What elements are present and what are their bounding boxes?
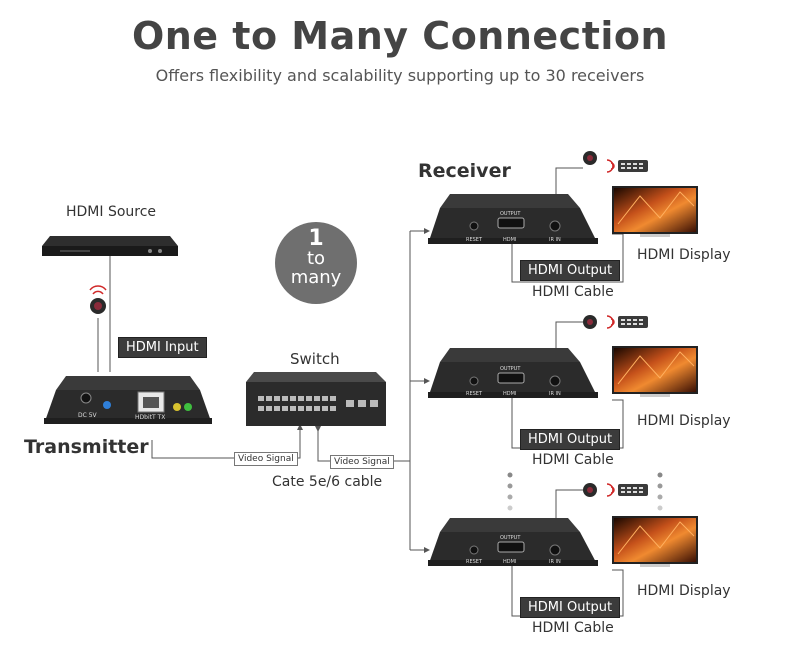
receiver-device-1: [428, 194, 598, 244]
receiver-1-port-irin: IR IN: [549, 237, 561, 243]
switch-label: Switch: [290, 350, 340, 368]
badge-line-3: many: [290, 267, 342, 288]
receiver-3-port-irin: IR IN: [549, 559, 561, 565]
receiver-1-cable-label: HDMI Cable: [532, 284, 614, 300]
badge-line-2: to: [306, 248, 326, 269]
receiver-1-output-tag: HDMI Output: [520, 260, 621, 281]
remote-control-icon-3: [606, 483, 648, 497]
receiver-1-port-reset: RESET: [466, 237, 483, 243]
receiver-3-port-hdmi: HDMI: [503, 559, 517, 565]
receiver-2-port-reset: RESET: [466, 391, 483, 397]
receiver-device-2: [428, 348, 598, 398]
receiver-3-port-reset: RESET: [466, 559, 483, 565]
receiver-3-output-tag: HDMI Output: [520, 597, 621, 618]
transmitter-label: Transmitter: [24, 436, 149, 458]
hdmi-display-icon-3: [612, 516, 698, 567]
receiver-2-display-label: HDMI Display: [637, 413, 731, 429]
receiver-3-display-label: HDMI Display: [637, 583, 731, 599]
receiver-heading: Receiver: [418, 160, 511, 182]
receiver-1-port-hdmi: HDMI: [503, 237, 517, 243]
receiver-3-port-output: OUTPUT: [500, 535, 521, 541]
hdmi-display-icon-2: [612, 346, 698, 397]
ir-sensor-3: [583, 483, 597, 497]
receiver-2-cable-label: HDMI Cable: [532, 452, 614, 468]
diagram-title: One to Many Connection: [131, 14, 669, 58]
ir-sensor-1: [583, 151, 597, 165]
remote-control-icon-2: [606, 315, 648, 329]
receiver-2-port-irin: IR IN: [549, 391, 561, 397]
hdmi-display-icon-1: [612, 186, 698, 237]
receiver-2-port-output: OUTPUT: [500, 366, 521, 372]
receiver-2-port-hdmi: HDMI: [503, 391, 517, 397]
hdmi-source-label: HDMI Source: [66, 204, 157, 220]
remote-control-icon-1: [606, 159, 648, 173]
transmitter-port-rj45: HDbitT TX: [135, 414, 166, 421]
video-signal-tag-2: Video Signal: [330, 455, 394, 469]
ir-sensor-2: [583, 315, 597, 329]
receiver-device-3: [428, 518, 598, 566]
receiver-3-cable-label: HDMI Cable: [532, 620, 614, 636]
one-to-many-badge: 1 to many: [275, 222, 357, 304]
hdmi-input-tag: HDMI Input: [118, 337, 207, 358]
badge-line-1: 1: [308, 226, 324, 251]
cable-label: Cate 5e/6 cable: [272, 474, 383, 490]
receiver-1-display-label: HDMI Display: [637, 247, 731, 263]
diagram-subtitle: Offers flexibility and scalability suppo…: [155, 66, 645, 85]
video-signal-tag-1: Video Signal: [234, 452, 298, 466]
receiver-1-port-output: OUTPUT: [500, 211, 521, 217]
receiver-2-output-tag: HDMI Output: [520, 429, 621, 450]
transmitter-port-dc: DC 5V: [78, 412, 97, 419]
